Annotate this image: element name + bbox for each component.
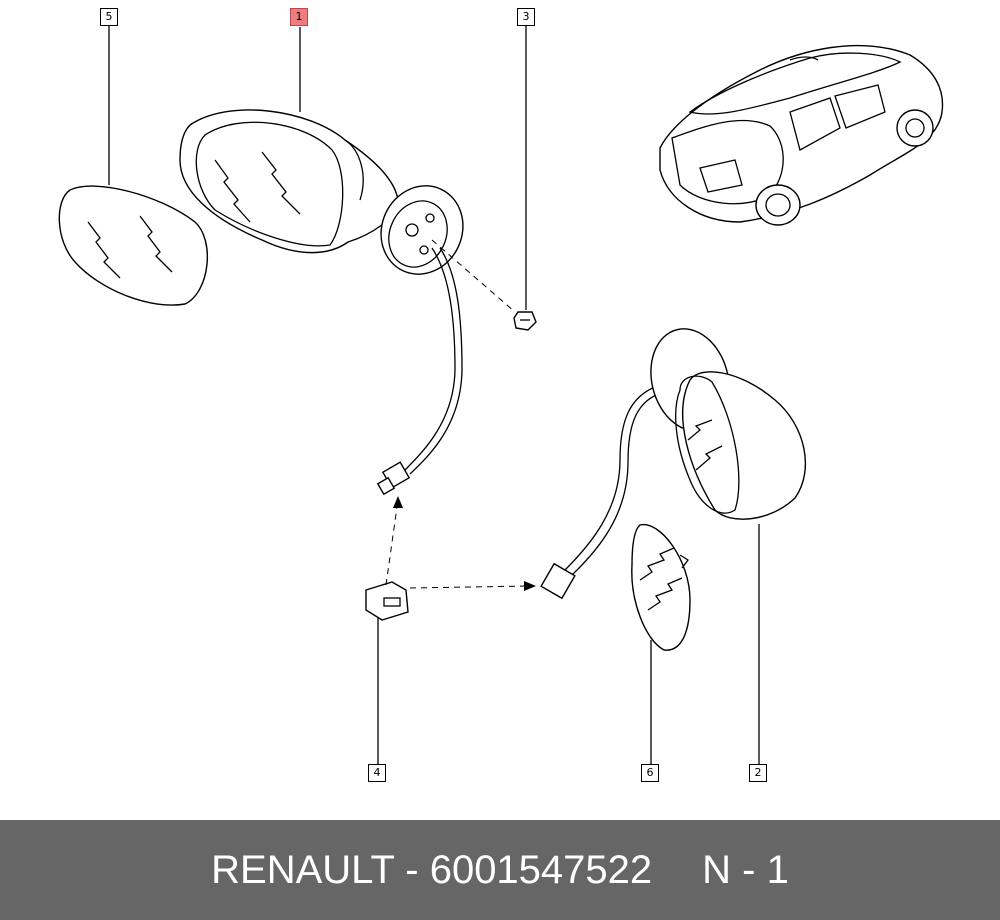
screw-part-3	[431, 239, 537, 331]
connector-part-4	[365, 496, 536, 621]
car-illustration	[659, 44, 944, 226]
leader-lines	[108, 26, 760, 764]
part-number-text: RENAULT - 6001547522	[211, 847, 653, 892]
callout-1-highlighted: 1	[290, 8, 308, 26]
mirror-glass-part-5	[58, 185, 208, 306]
page-indicator: N - 1	[702, 847, 789, 892]
callout-3: 3	[517, 8, 535, 26]
callout-4: 4	[368, 764, 386, 782]
callout-6: 6	[641, 764, 659, 782]
parts-diagram	[58, 26, 944, 764]
callout-2: 2	[749, 764, 767, 782]
mirror-assembly-part-1	[179, 109, 464, 275]
cable-right	[540, 384, 665, 600]
mirror-glass-part-6	[631, 524, 691, 651]
callout-5: 5	[100, 8, 118, 26]
footer-banner: RENAULT - 6001547522 N - 1	[0, 820, 1000, 920]
mirror-housing-part-2	[650, 328, 807, 520]
cable-left	[376, 247, 463, 496]
